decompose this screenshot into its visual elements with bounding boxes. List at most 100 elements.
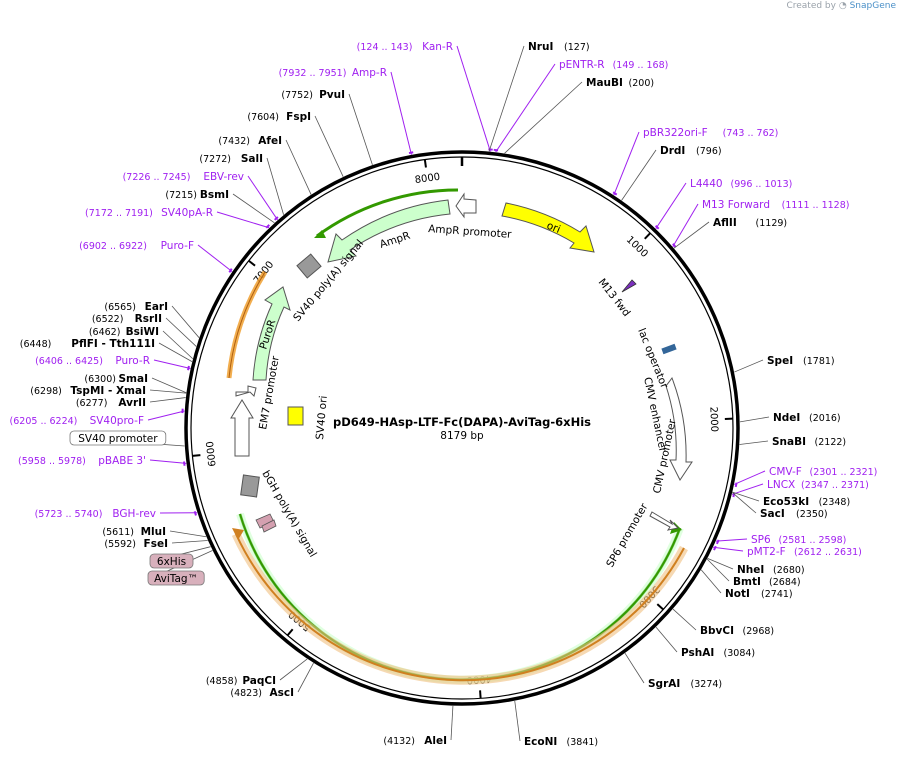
enzyme-site: SpeI(1781) [767,355,835,367]
leader-line [707,557,734,570]
leader-line [504,81,583,154]
enzyme-name: SacI [760,508,785,520]
primer-site: CMV-F(2301 .. 2321) [769,466,877,478]
leader-line [715,538,748,542]
primer-range: (5958 .. 5978) [18,456,86,467]
leader-line [734,359,764,373]
leader-line [739,416,770,423]
enzyme-position: (1781) [803,356,835,367]
enzyme-position: (200) [629,78,655,89]
enzyme-position: (5611) [102,527,134,538]
enzyme-name: PvuI [319,89,345,101]
leader-line [153,359,191,369]
enzyme-position: (2122) [815,437,847,448]
annotation-labels: Kan-R(124 .. 143)NruI(127)pENTR-R(149 ..… [10,41,878,748]
primer-name: BGH-rev [112,508,156,520]
leader-line [147,410,185,421]
primer-site: L4440(996 .. 1013) [690,178,792,190]
tick-1000 [644,232,652,240]
enzyme-site: PflFI - Tth111I(6448) [20,338,155,350]
leader-line [171,540,208,544]
leader-line [247,175,279,221]
enzyme-name: FspI [286,111,311,123]
enzyme-name: BmtI [733,576,761,588]
primer-name: pBABE 3' [98,455,146,467]
primer-site: LNCX (2347 .. 2371) [767,479,869,491]
ampr-arrow [327,199,451,263]
primer-site: SP6 (2581 .. 2598) [751,534,846,546]
primer-range: (996 .. 1013) [731,179,793,190]
leader-line [149,397,186,403]
primer-site: pBABE 3' (5958 .. 5978) [18,455,146,467]
primer-name: SV40pA-R [161,207,213,219]
enzyme-name: EcoNI [524,736,557,748]
leader-line [232,193,275,224]
enzyme-site: SalI(7272) [199,153,263,165]
enzyme-site: MluI(5611) [102,526,166,538]
enzyme-name: BsiWI [126,326,159,338]
tick-label-2000: 2000 [707,406,719,432]
enzyme-name: SalI [241,153,263,165]
leader-line [655,182,687,229]
pink-feature-b [261,519,277,533]
feature-label-sp6-promoter: SP6 promoter [604,501,651,570]
enzyme-position: (7604) [247,112,279,123]
tick-4000 [479,690,482,699]
enzyme-site: PaqCI (4858) [206,675,276,687]
enzyme-name: FseI [144,538,168,550]
enzyme-site: BmtI(2684) [733,576,801,588]
enzyme-name: PshAI [681,647,714,659]
leader-line [197,244,233,273]
enzyme-name: AvrII [118,397,146,409]
leader-line [216,211,270,229]
primer-range: (6902 .. 6922) [79,241,147,252]
feature-box-frame [69,430,167,446]
leader-line [731,483,764,495]
enzyme-position: (6565) [104,302,136,313]
leader-line [171,305,200,338]
enzyme-name: DrdI [660,145,685,157]
enzyme-site: AflII(1129) [713,217,787,229]
enzyme-position: (7215) [165,190,197,201]
primer-name: Puro-R [115,355,150,367]
primer-range: (6205 .. 6224) [10,416,78,427]
enzyme-position: (6277) [76,398,108,409]
green-arc-ampr-arrow [314,230,326,238]
plasmid-name: pD649-HAsp-LTF-Fc(DAPA)-AviTag-6xHis [333,415,591,429]
primer-range: (6406 .. 6425) [35,356,103,367]
feature-box: SV40 promoter [69,430,167,446]
leader-line [279,658,308,681]
feature-label-ampr-promoter: AmpR promoter [428,223,513,241]
primer-range: (124 .. 143) [357,42,413,53]
enzyme-name: PaqCI [242,675,276,687]
enzyme-position: (2348) [819,497,851,508]
primer-name: M13 Forward [702,199,770,211]
leader-line [158,342,193,362]
primer-range: (7172 .. 7191) [85,208,153,219]
primer-name: SP6 [751,534,771,546]
enzyme-position: (5592) [104,539,136,550]
feature-label-ampr: AmpR [378,230,412,251]
primer-name: LNCX [767,479,795,491]
enzyme-position: (7752) [281,90,313,101]
primer-range: (2347 .. 2371) [801,480,869,491]
enzyme-site: SgrAI(3274) [648,678,722,690]
bgh-polya-box [240,474,260,498]
enzyme-position: (2741) [761,589,793,600]
enzyme-position: (4858) [206,676,238,687]
leader-line [495,63,556,153]
leader-line [700,569,722,594]
primer-site-mark [193,511,197,516]
primer-site: SV40pA-R (7172 .. 7191) [85,207,213,219]
leader-line [450,705,454,741]
primer-site: Puro-F(6902 .. 6922) [79,240,194,252]
primer-site-mark [672,243,677,248]
enzyme-name: NdeI [773,412,800,424]
leader-line [613,131,640,196]
enzyme-site: EcoNI(3841) [524,736,598,748]
enzyme-site: PvuI (7752) [281,89,345,101]
primer-range: (2581 .. 2598) [779,535,847,546]
primer-range: (2301 .. 2321) [810,467,878,478]
primer-site: Amp-R(7932 .. 7951) [279,67,387,79]
primer-site: pENTR-R(149 .. 168) [559,59,668,71]
